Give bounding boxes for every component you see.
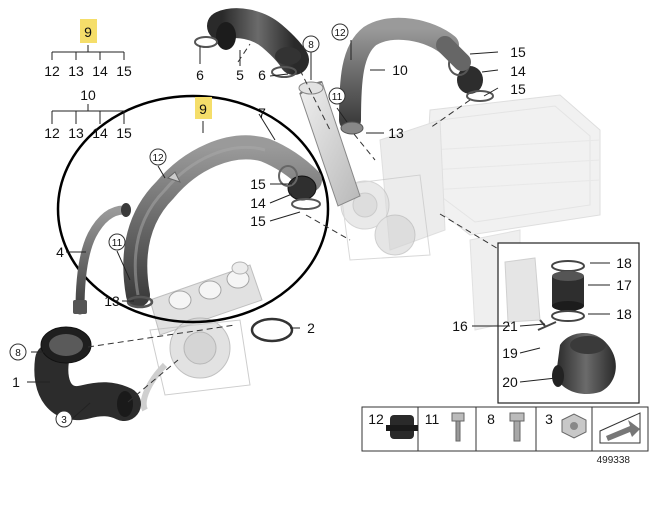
svg-text:6: 6	[258, 67, 266, 83]
arrow-icon	[599, 412, 641, 444]
svg-text:20: 20	[502, 374, 518, 390]
svg-text:4: 4	[56, 244, 64, 260]
charge-pipe-1[interactable]	[34, 326, 141, 421]
svg-text:15: 15	[510, 81, 526, 97]
legend-item-3[interactable]: 3	[545, 411, 587, 439]
svg-text:15: 15	[250, 213, 266, 229]
svg-text:11: 11	[332, 92, 343, 103]
svg-text:14: 14	[510, 63, 526, 79]
svg-text:21: 21	[502, 318, 518, 334]
legend-item-8[interactable]: 8	[487, 411, 525, 442]
charge-pipe-7[interactable]	[298, 81, 361, 207]
pressure-sensor-16[interactable]	[504, 257, 541, 323]
svg-text:8: 8	[15, 348, 21, 359]
fastener-legend: 12 11 8 3	[361, 406, 649, 452]
svg-text:13: 13	[68, 125, 84, 141]
svg-text:8: 8	[487, 411, 495, 427]
charge-hose-5[interactable]	[194, 8, 309, 78]
leader-lines	[27, 40, 610, 420]
reference-number: 499338	[597, 455, 631, 466]
callout-labels-top: 6 5 6 8 12 10 15 14 15 11 13	[196, 23, 526, 141]
svg-text:12: 12	[44, 125, 60, 141]
svg-text:12: 12	[44, 63, 60, 79]
svg-text:18: 18	[616, 306, 632, 322]
svg-text:9: 9	[84, 24, 92, 40]
legend-item-11[interactable]: 11	[425, 411, 465, 442]
svg-text:16: 16	[452, 318, 468, 334]
label-tree-9: 9 12 13 14 15	[44, 19, 132, 79]
nut-icon	[561, 413, 587, 439]
vent-line-4[interactable]	[73, 203, 131, 315]
svg-text:5: 5	[236, 67, 244, 83]
svg-text:14: 14	[92, 125, 108, 141]
svg-text:3: 3	[61, 415, 67, 426]
svg-text:12: 12	[368, 411, 384, 427]
dashed-leaders	[87, 43, 501, 403]
svg-text:13: 13	[104, 293, 120, 309]
hose-clamp-13-left	[126, 295, 154, 309]
svg-text:15: 15	[250, 176, 266, 192]
svg-text:14: 14	[92, 63, 108, 79]
svg-text:11: 11	[112, 238, 123, 249]
svg-text:14: 14	[250, 195, 266, 211]
svg-text:10: 10	[80, 87, 96, 103]
svg-text:15: 15	[510, 44, 526, 60]
svg-text:3: 3	[545, 411, 553, 427]
svg-text:19: 19	[502, 345, 518, 361]
svg-text:9: 9	[199, 101, 207, 117]
inset-parts[interactable]	[537, 260, 616, 395]
svg-text:8: 8	[308, 40, 314, 51]
exhaust-manifold	[149, 261, 263, 336]
highlight-ellipse	[56, 94, 330, 324]
svg-text:6: 6	[196, 67, 204, 83]
svg-text:13: 13	[68, 63, 84, 79]
legend-item-12[interactable]: 12	[368, 411, 418, 439]
svg-text:17: 17	[616, 277, 632, 293]
svg-text:1: 1	[12, 374, 20, 390]
bolt-icon	[451, 412, 465, 442]
svg-text:18: 18	[616, 255, 632, 271]
svg-text:7: 7	[258, 105, 266, 121]
svg-text:15: 15	[116, 125, 132, 141]
callout-labels-main: 9 7 12 15 14 15 4 11 13 8 1 3 2	[9, 97, 315, 428]
svg-text:12: 12	[152, 153, 164, 164]
turbo-lower-ghost	[140, 317, 251, 412]
o-ring-2[interactable]	[250, 317, 294, 343]
charge-hose-10[interactable]	[339, 17, 494, 135]
charge-hose-9[interactable]	[123, 135, 322, 307]
svg-text:12: 12	[334, 28, 346, 39]
callout-labels-inset: 18 17 18 16 21 19 20	[452, 255, 632, 390]
screw-icon	[509, 412, 525, 442]
svg-text:11: 11	[425, 411, 440, 427]
svg-text:15: 15	[116, 63, 132, 79]
svg-text:2: 2	[307, 320, 315, 336]
svg-text:10: 10	[392, 62, 408, 78]
label-tree-10: 10 12 13 14 15	[44, 87, 132, 141]
grommet-icon	[386, 415, 418, 439]
svg-text:13: 13	[388, 125, 404, 141]
